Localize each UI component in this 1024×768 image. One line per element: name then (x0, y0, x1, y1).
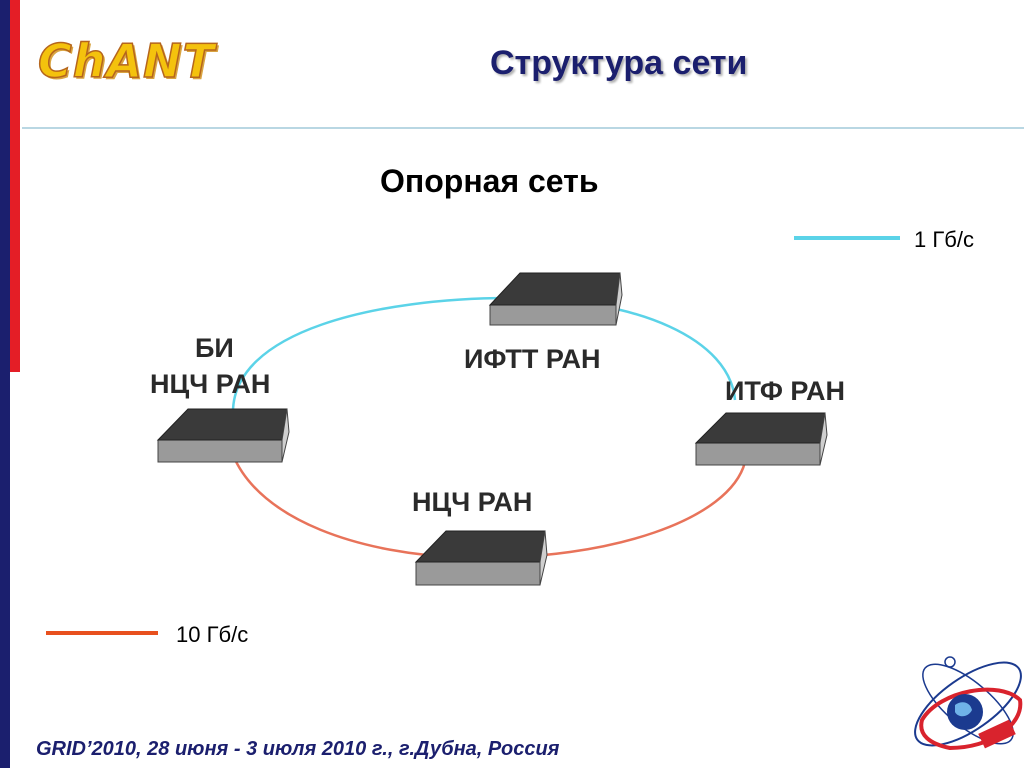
diagram-subtitle: Опорная сеть (380, 163, 599, 199)
node-label-bi-line2: НЦЧ РАН (150, 369, 270, 399)
grid-conference-emblem (914, 656, 1023, 751)
page-title: Структура сети (490, 44, 748, 82)
device-itf-icon (694, 412, 828, 466)
chant-logo: ChANT (37, 33, 215, 89)
header-divider (22, 127, 1024, 129)
node-label-iftt: ИФТТ РАН (464, 344, 601, 374)
node-label-itf: ИТФ РАН (725, 376, 845, 406)
footer-conference-info: GRID’2010, 28 июня - 3 июля 2010 г., г.Д… (36, 738, 560, 760)
legend-1gb-label: 1 Гб/с (914, 227, 974, 252)
legend-10gb-label: 10 Гб/с (176, 622, 249, 647)
side-bar-navy (0, 0, 10, 768)
device-iftt-icon (488, 272, 623, 326)
node-label-bi-line1: БИ (195, 333, 234, 363)
device-nch-icon (414, 530, 548, 586)
side-bar-red (10, 0, 20, 372)
node-label-nch: НЦЧ РАН (412, 487, 532, 517)
device-bi-icon (156, 408, 290, 463)
